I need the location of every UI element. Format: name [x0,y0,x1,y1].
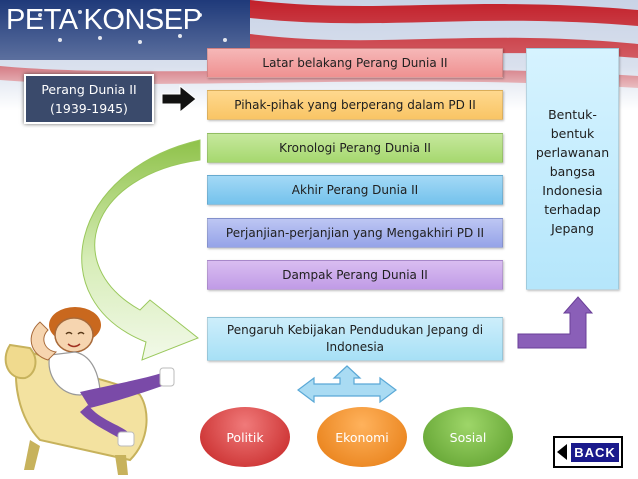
aspect-oval-ekonomi: Ekonomi [317,407,407,467]
three-way-arrow-icon [297,365,397,404]
concept-box-bentuk-perlawanan: Bentuk- bentuk perlawanan bangsa Indones… [526,48,619,290]
topic-box-label: Perang Dunia II (1939-1945) [41,82,137,116]
aspect-oval-sosial: Sosial [423,407,513,467]
concept-box-latar-belakang: Latar belakang Perang Dunia II [207,48,503,78]
curved-arrow-icon [81,139,201,361]
arrow-right-icon [161,84,197,114]
aspect-oval-politik: Politik [200,407,290,467]
concept-box-perjanjian: Perjanjian-perjanjian yang Mengakhiri PD… [207,218,503,248]
topic-box-perang-dunia-ii: Perang Dunia II (1939-1945) [24,74,154,124]
concept-box-pengaruh-kebijakan: Pengaruh Kebijakan Pendudukan Jepang di … [207,317,503,361]
bentuk-perlawanan-label: Bentuk- bentuk perlawanan bangsa Indones… [535,107,610,236]
elbow-arrow-icon [517,296,594,349]
concept-box-kronologi: Kronologi Perang Dunia II [207,133,503,163]
back-button[interactable]: BACK [553,436,623,468]
page-title: PETA KONSEP [6,4,202,36]
concept-box-dampak: Dampak Perang Dunia II [207,260,503,290]
back-button-label: BACK [571,442,619,462]
concept-box-akhir-perang: Akhir Perang Dunia II [207,175,503,205]
back-arrow-icon [557,444,568,460]
character-illustration [4,307,175,475]
concept-box-pihak-berperang: Pihak-pihak yang berperang dalam PD II [207,90,503,120]
